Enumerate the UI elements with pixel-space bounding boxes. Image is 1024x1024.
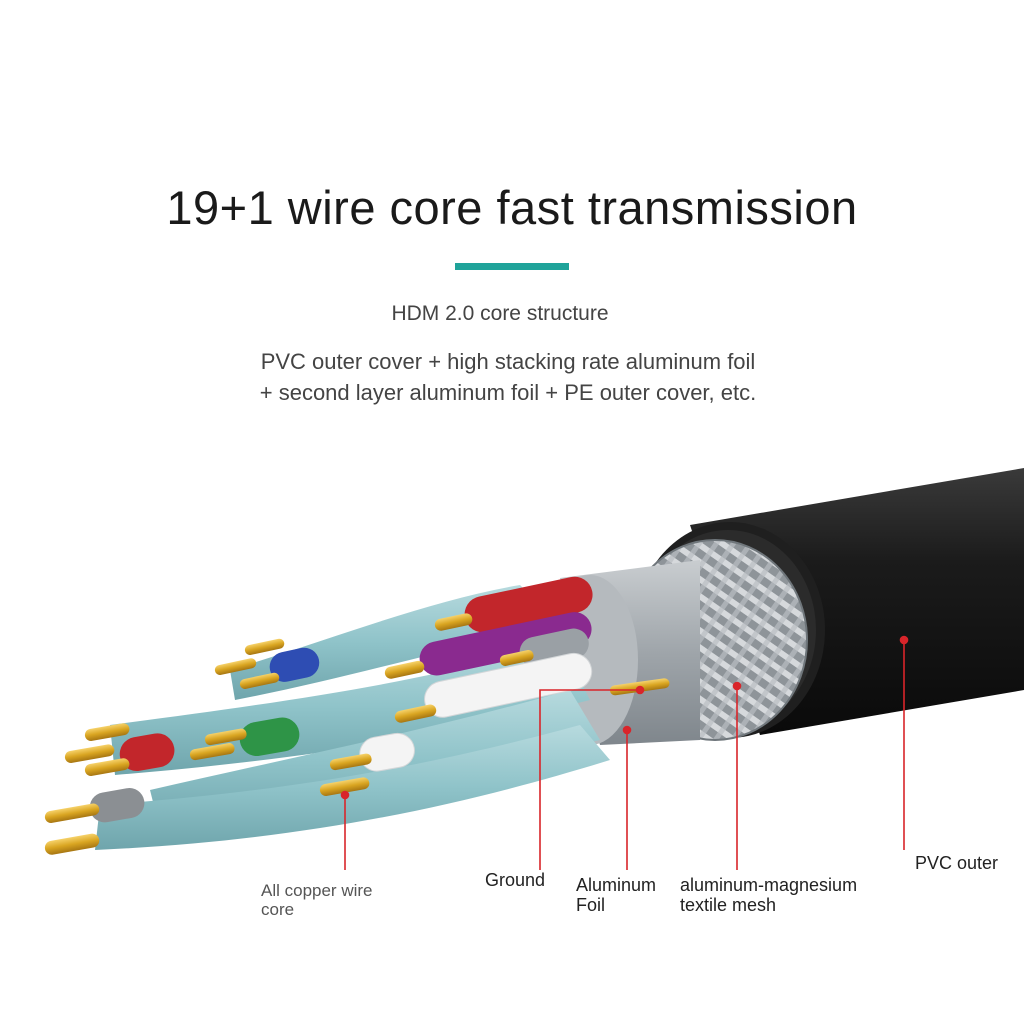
page-title: 19+1 wire core fast transmission <box>166 181 858 234</box>
callout-copper-line-2: core <box>261 900 295 919</box>
callout-dot-mesh <box>732 681 742 691</box>
callout-copper-line-1: All copper wire <box>261 881 373 900</box>
callout-line-ground <box>539 689 640 870</box>
callout-dot-copper <box>340 790 350 800</box>
callout-foil-line-1: Aluminum <box>576 875 657 895</box>
callout-foil-line-2: Foil <box>576 895 606 915</box>
callout-label-copper-core: All copper wire core <box>261 881 373 919</box>
description-line-1: PVC outer cover + high stacking rate alu… <box>260 349 756 374</box>
accent-divider <box>455 263 569 270</box>
callout-label-aluminum-foil: Aluminum Foil <box>576 875 656 915</box>
callout-dot-pvc <box>899 635 909 645</box>
callout-label-pvc: PVC outer <box>915 853 999 873</box>
callout-mesh-line-2: textile mesh <box>680 895 777 915</box>
callout-label-ground: Ground <box>485 870 546 890</box>
callout-dot-ground <box>635 685 645 695</box>
callout-label-mesh: aluminum-magnesium textile mesh <box>680 875 857 915</box>
callout-dot-foil <box>622 725 632 735</box>
subtitle: HDM 2.0 core structure <box>391 302 609 325</box>
callout-lines <box>340 635 909 870</box>
callout-mesh-line-1: aluminum-magnesium <box>680 875 858 895</box>
description: PVC outer cover + high stacking rate alu… <box>0 346 1016 408</box>
description-line-2: + second layer aluminum foil + PE outer … <box>259 380 757 405</box>
insulated-conductors <box>89 576 593 823</box>
